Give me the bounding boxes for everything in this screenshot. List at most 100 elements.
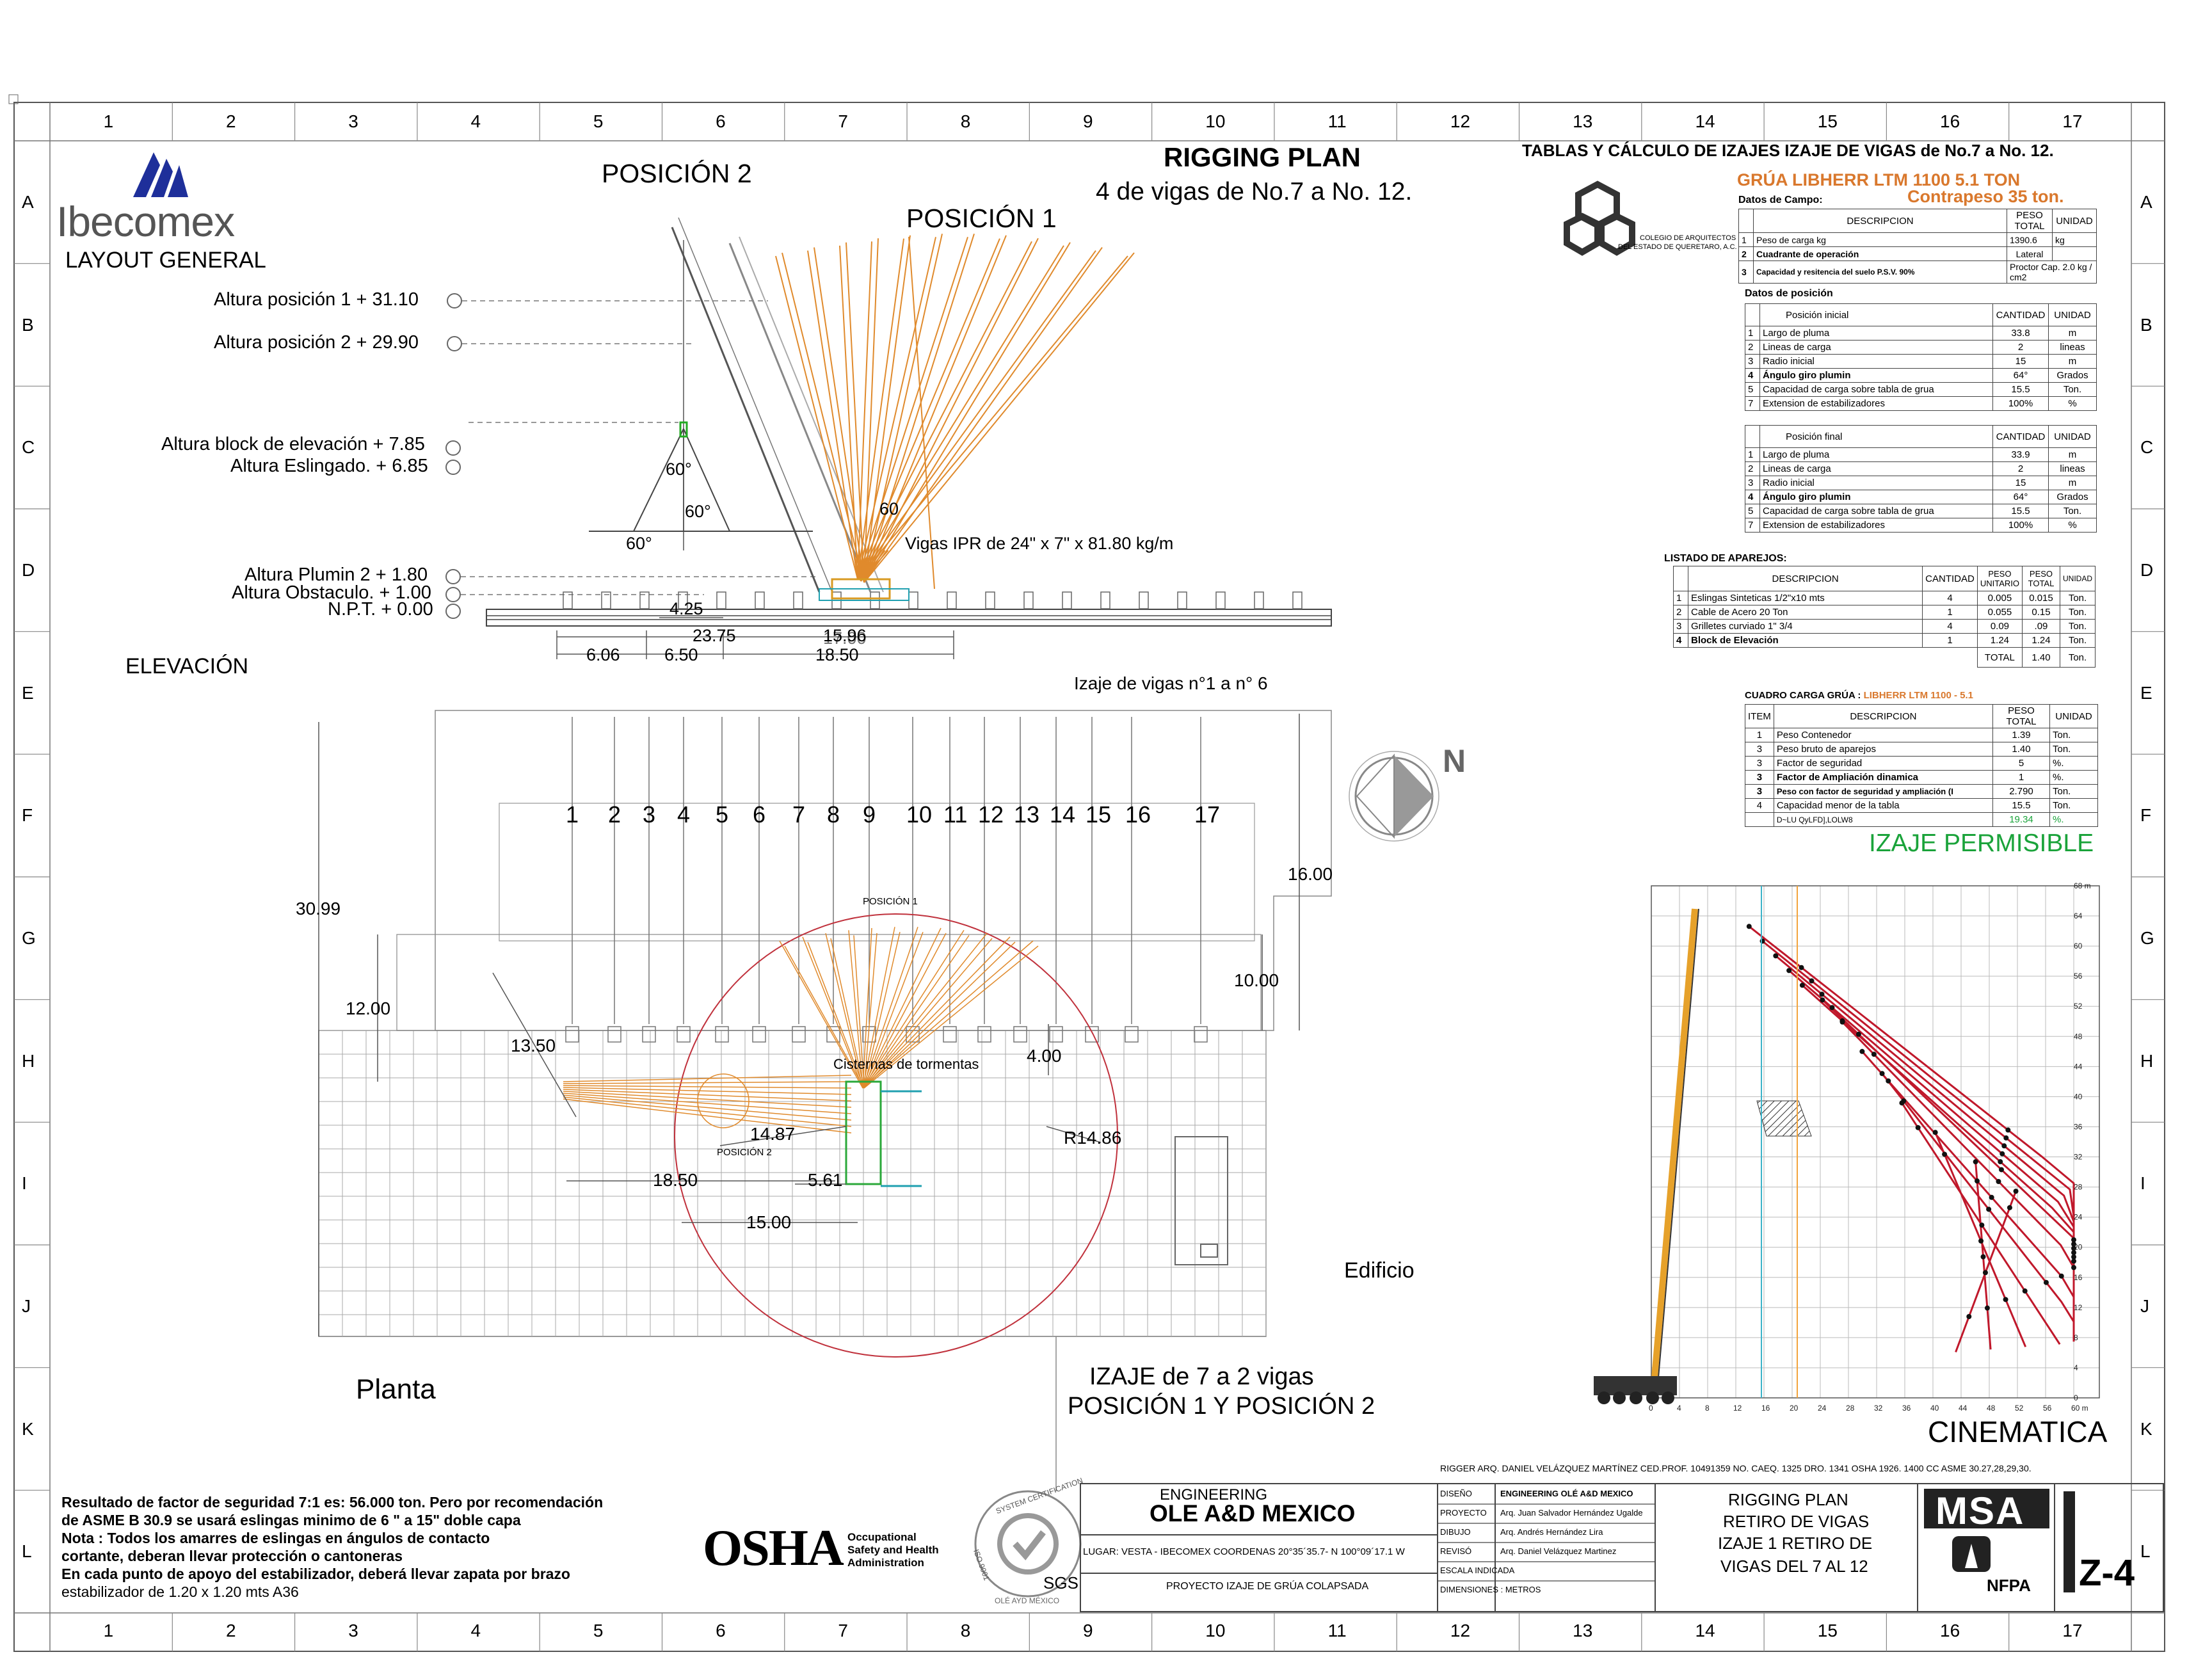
kin-y-tick: 68 m [2074,881,2091,890]
grid-row-right-E: E [2140,682,2152,703]
plan-dim-15-00: 15.00 [746,1212,792,1232]
engineering-label: ENGINEERING [1160,1486,1268,1503]
kin-y-tick: 16 [2074,1273,2083,1282]
grid-col-bottom-8: 8 [960,1621,971,1640]
role-value-1: Arq. Juan Salvador Hernández Ugalde [1500,1508,1643,1518]
grid-row-right-A: A [2140,191,2152,212]
grid-col-bottom-4: 4 [470,1621,481,1640]
grid-col-bottom-3: 3 [348,1621,358,1640]
kin-x-tick: 52 [2015,1404,2024,1413]
dim-18-50: 18.50 [815,645,859,664]
beam-label-13: 13 [1014,801,1040,828]
building-label: Edificio [1344,1258,1415,1283]
grid-col-bottom-2: 2 [225,1621,236,1640]
plan-dim-13-50: 13.50 [511,1036,556,1055]
beam-label-12: 12 [978,801,1004,828]
note-line-2: de ASME B 30.9 se usará eslingas minimo … [61,1512,521,1528]
beam-label-10: 10 [906,801,933,828]
position-1-label: POSICIÓN 1 [906,204,1057,233]
grid-col-top-10: 10 [1205,111,1226,131]
grid-row-left-K: K [22,1418,34,1439]
plan-dim-5-61: 5.61 [808,1170,843,1190]
logo-wordmark: Ibecomex [56,198,235,245]
elevation-label: ELEVACIÓN [125,654,249,678]
beam-label-3: 3 [643,801,656,828]
kin-y-tick: 40 [2074,1092,2083,1101]
sheet-line-4: VIGAS DEL 7 AL 12 [1720,1557,1868,1576]
kin-y-tick: 44 [2074,1062,2083,1071]
grid-row-left-J: J [22,1295,31,1316]
grid-col-top-6: 6 [716,111,726,131]
level-slinging: Altura Eslingado. + 6.85 [230,456,428,476]
beam-label-15: 15 [1086,801,1112,828]
beam-label-4: 4 [677,801,691,828]
kinematics-label: CINEMATICA [1928,1415,2108,1448]
plan-label: Planta [356,1374,436,1405]
grid-col-top-4: 4 [470,111,481,131]
dim-4-25: 4.25 [669,599,703,618]
kin-x-tick: 20 [1790,1404,1799,1413]
nfpa-logo: NFPA [1987,1576,2031,1595]
grid-col-bottom-1: 1 [103,1621,114,1640]
beam-label-5: 5 [716,801,729,828]
beam-label-14: 14 [1050,801,1076,828]
level-plumin: Altura Plumin 2 + 1.80 [244,565,428,585]
plan-caption-1: IZAJE de 7 a 2 vigas [1089,1363,1314,1390]
role-label-2: DIBUJO [1440,1527,1471,1537]
grid-row-right-B: B [2140,314,2152,335]
kin-y-tick: 20 [2074,1243,2083,1252]
sheet-number: Z-4 [2079,1552,2135,1594]
load-table-crane: LIBHERR LTM 1100 - 5.1 [1863,690,1973,701]
permissible-lift: IZAJE PERMISIBLE [1869,830,2094,857]
kin-x-tick: 60 m [2071,1404,2088,1413]
role-label-4: ESCALA INDICADA [1440,1566,1515,1575]
tables-title: TABLAS Y CÁLCULO DE IZAJES IZAJE DE VIGA… [1522,141,2054,160]
grid-col-top-7: 7 [838,111,848,131]
grid-col-bottom-5: 5 [593,1621,604,1640]
angle-4: 60 [879,499,899,518]
grid-row-left-A: A [22,191,34,212]
grid-col-bottom-9: 9 [1083,1621,1093,1640]
kin-y-tick: 24 [2074,1213,2083,1222]
plan-dim-r14-86: R14.86 [1064,1128,1122,1148]
grid-col-bottom-11: 11 [1327,1621,1347,1640]
plan-dim-14-87: 14.87 [750,1124,796,1144]
grid-col-top-8: 8 [960,111,971,131]
kin-x-tick: 28 [1846,1404,1855,1413]
level-block: Altura block de elevación + 7.85 [161,434,425,454]
seal-bottom: OLÉ AYD MÉXICO [995,1596,1060,1605]
kin-x-tick: 4 [1677,1404,1681,1413]
kin-y-tick: 48 [2074,1032,2083,1041]
grid-row-right-G: G [2140,927,2154,948]
grid-row-right-L: L [2140,1541,2151,1562]
grid-col-bottom-6: 6 [716,1621,726,1640]
college-line-1: COLEGIO DE ARQUITECTOS [1640,234,1736,242]
ibecomex-logo [133,152,188,197]
note-line-4: cortante, deberan llevar protección o ca… [61,1548,403,1564]
grid-row-left-B: B [22,314,34,335]
beam-label-16: 16 [1125,801,1151,828]
kin-x-tick: 0 [1649,1404,1653,1413]
grid-row-left-C: C [22,437,35,458]
plan-dim-10-00: 10.00 [1234,970,1279,990]
grid-col-top-14: 14 [1695,111,1715,131]
note-line-1: Resultado de factor de seguridad 7:1 es:… [61,1494,604,1511]
beam-label-7: 7 [792,801,806,828]
grid-col-top-1: 1 [103,111,114,131]
grid-col-bottom-17: 17 [2062,1621,2083,1640]
kin-x-tick: 12 [1733,1404,1742,1413]
grid-row-left-G: G [22,927,36,948]
grid-row-right-H: H [2140,1050,2154,1071]
plan-dim-18-50: 18.50 [653,1170,698,1190]
kin-x-tick: 40 [1930,1404,1939,1413]
grid-col-top-13: 13 [1573,111,1593,131]
dim-15-96: 15.96 [823,626,867,645]
note-line-6: estabilizador de 1.20 x 1.20 mts A36 [61,1583,299,1600]
lift-note: Izaje de vigas n°1 a n° 6 [1074,673,1268,693]
kin-y-tick: 0 [2074,1393,2078,1402]
kin-x-tick: 16 [1761,1404,1770,1413]
note-line-3: Nota : Todos los amarres de eslingas en … [61,1530,490,1546]
angle-1: 60° [666,460,692,479]
dim-6-06: 6.06 [586,645,620,664]
